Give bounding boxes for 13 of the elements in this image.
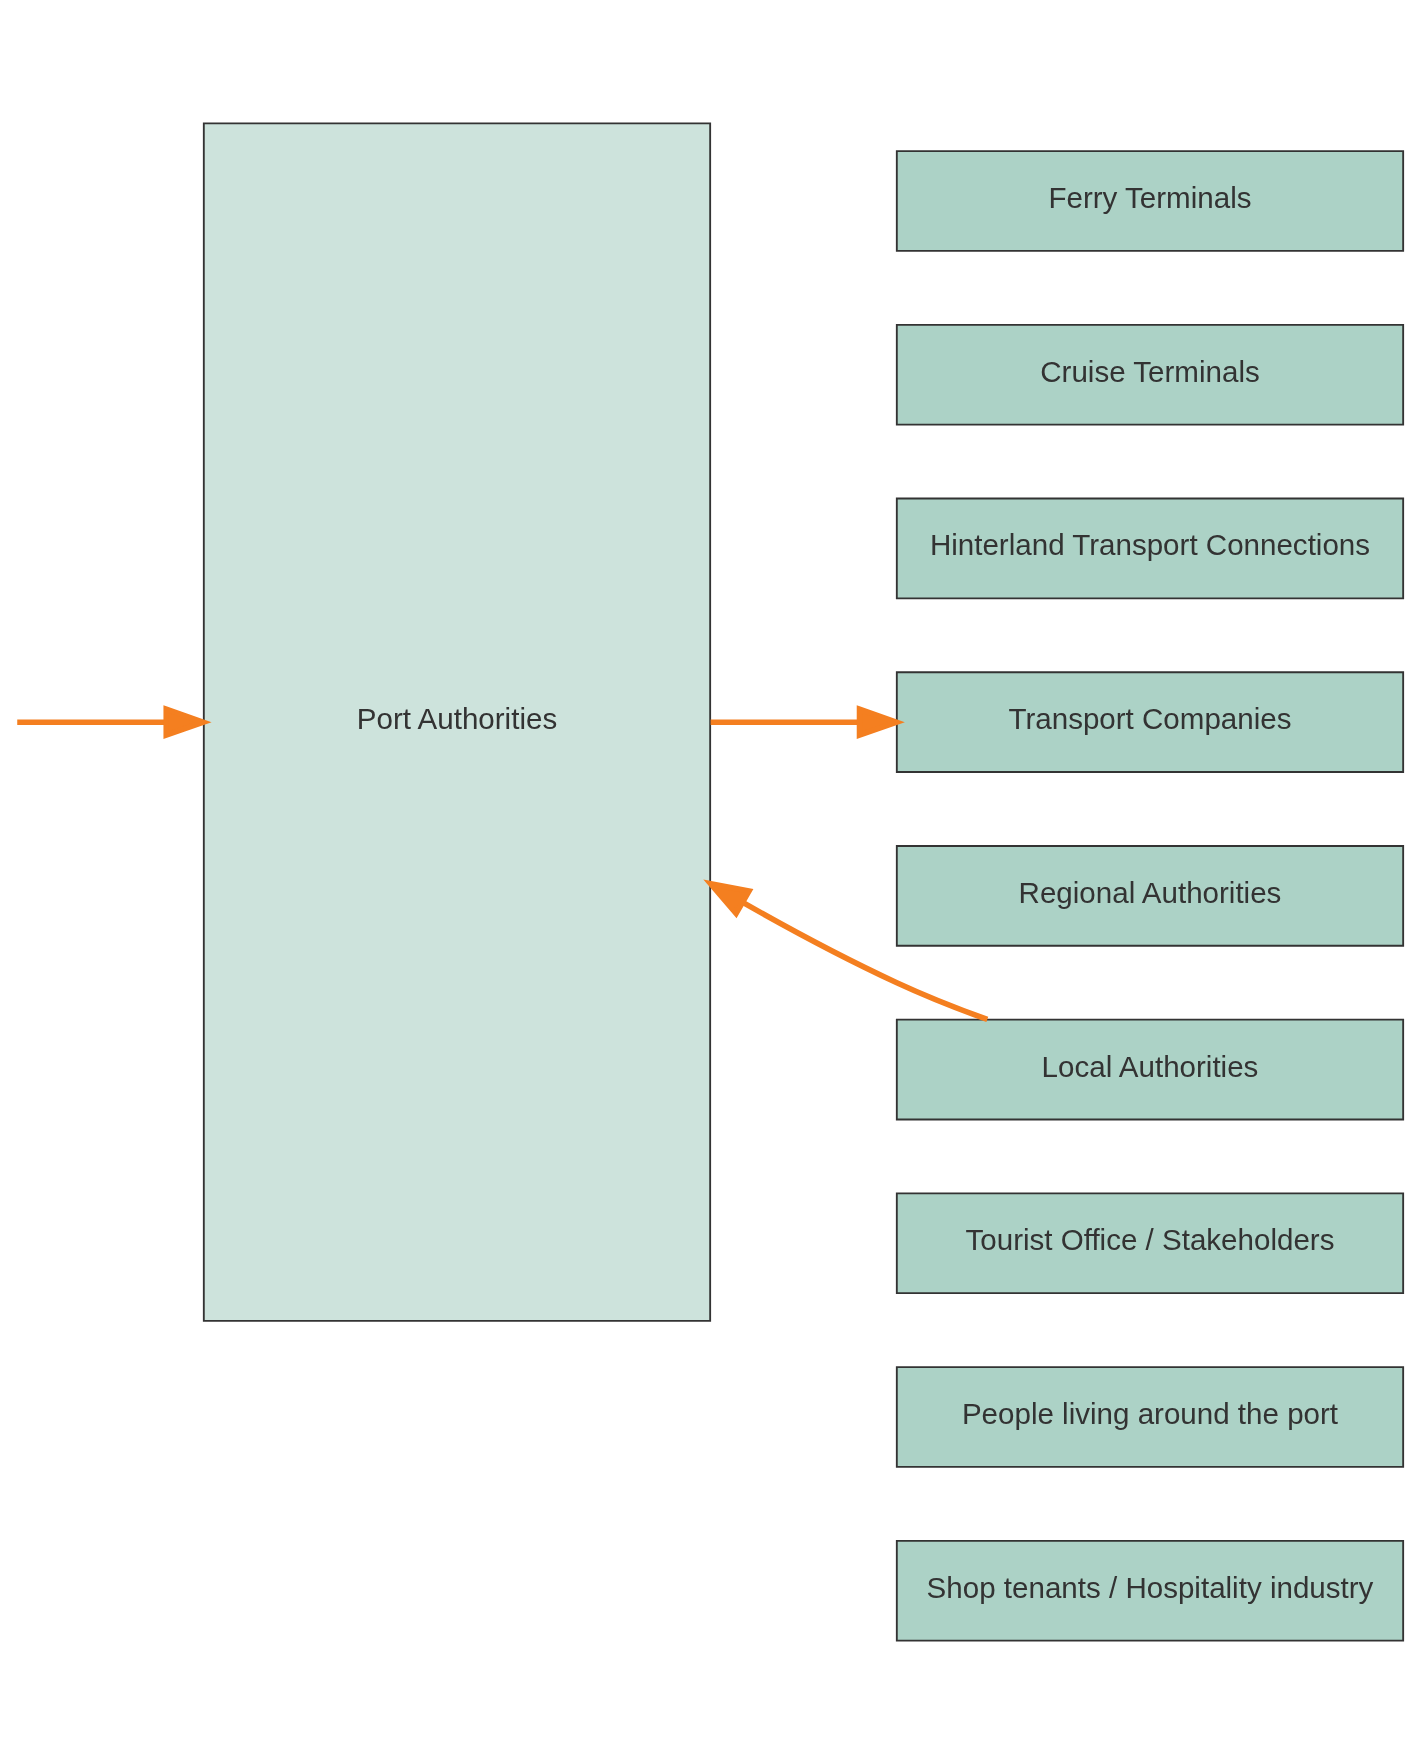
node-box: Regional Authorities bbox=[895, 844, 1405, 947]
node-box: Transport Companies bbox=[895, 670, 1405, 773]
node-box: Ferry Terminals bbox=[895, 149, 1405, 252]
node-box: Port Authorities bbox=[202, 121, 712, 1322]
node-box: Hinterland Transport Connections bbox=[895, 497, 1405, 599]
node-box: People living around the port bbox=[895, 1365, 1405, 1468]
arrow bbox=[703, 879, 989, 1022]
node-box: Shop tenants / Hospitality industry bbox=[895, 1539, 1405, 1642]
arrow bbox=[17, 704, 212, 739]
node-box: Cruise Terminals bbox=[895, 323, 1405, 426]
arrow bbox=[710, 704, 905, 739]
node-box: Tourist Office / Stakeholders bbox=[895, 1191, 1405, 1294]
node-box: Local Authorities bbox=[895, 1018, 1405, 1120]
